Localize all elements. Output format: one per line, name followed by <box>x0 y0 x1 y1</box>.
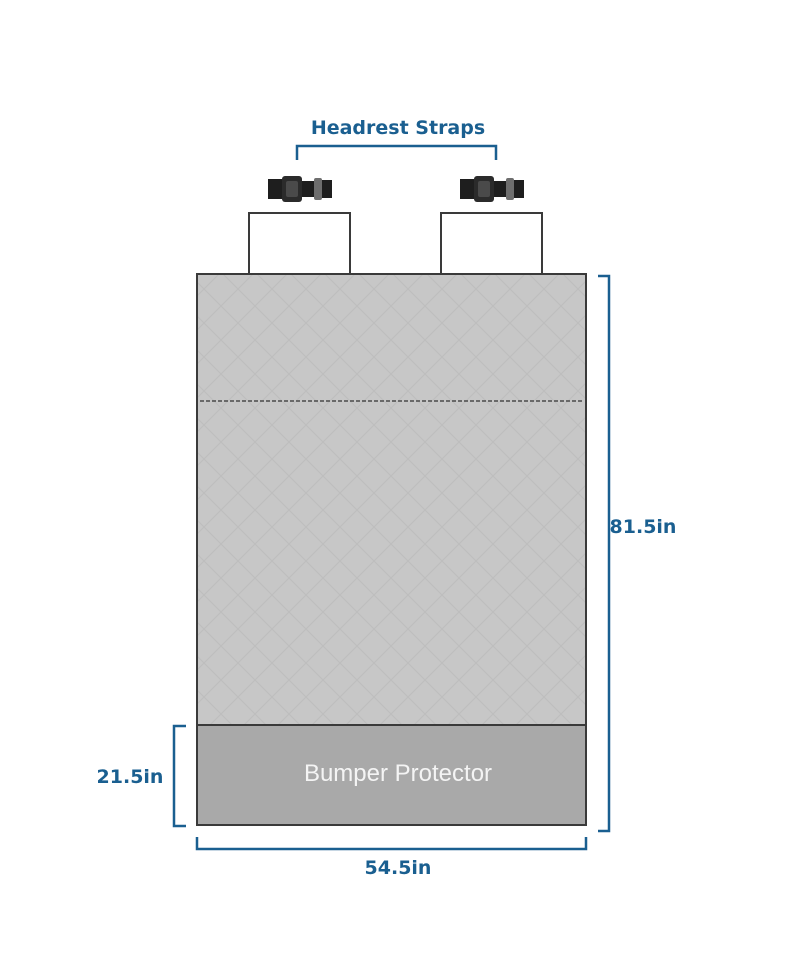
bumper-protector-panel <box>196 724 587 826</box>
right-headrest <box>440 212 543 275</box>
bumper-protector-label: Bumper Protector <box>304 760 492 787</box>
buckle-icon <box>268 176 332 202</box>
height-dimension-bracket <box>598 274 611 833</box>
headrest-straps-label: Headrest Straps <box>311 117 485 139</box>
left-headrest <box>248 212 351 275</box>
headrest-straps-bracket <box>295 144 498 160</box>
seat-cover-panel <box>196 273 587 726</box>
height-dimension-label: 81.5in <box>610 516 677 538</box>
bumper-height-dimension-label: 21.5in <box>97 766 164 788</box>
buckle-icon <box>460 176 524 202</box>
width-dimension-label: 54.5in <box>365 857 432 879</box>
width-dimension-bracket <box>195 837 588 851</box>
bumper-height-dimension-bracket <box>172 724 186 828</box>
